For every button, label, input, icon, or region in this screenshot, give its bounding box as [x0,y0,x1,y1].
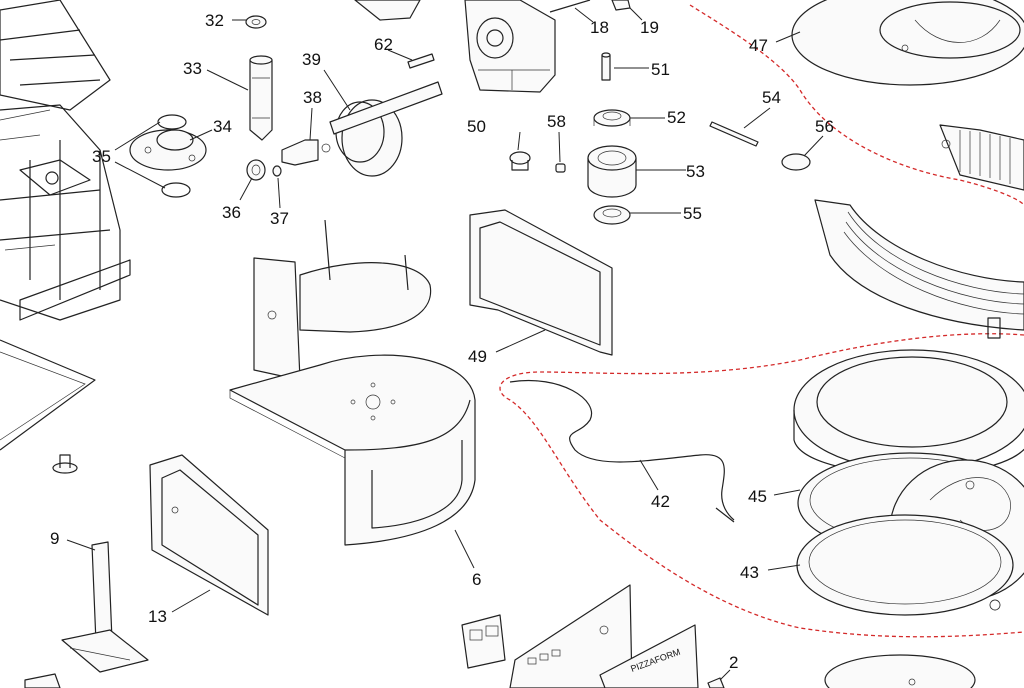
threaded-collar [587,145,637,198]
terminal-block [24,673,61,688]
label-part-51: 51 [651,60,670,79]
main-body-housing [229,219,476,546]
label-part-33: 33 [183,59,202,78]
cable-coil-upper [939,124,1024,191]
label-part-49: 49 [468,347,487,366]
key-pin [407,53,435,69]
label-part-18: 18 [590,18,609,37]
bushing [272,165,282,177]
cable-outline-lower [499,333,1024,638]
cable-outline-upper [689,4,1024,206]
shaft-tube [249,55,273,141]
spindle-rod [709,121,759,147]
label-part-37: 37 [270,209,289,228]
label-part-38: 38 [303,88,322,107]
heating-plate-upper-disc [793,349,1024,476]
label-part-32: 32 [205,11,224,30]
threaded-cap [593,109,631,127]
label-part-39: 39 [302,50,321,69]
base-plate [0,339,96,451]
label-part-50: 50 [467,117,486,136]
machine-frame [0,0,131,321]
label-part-45: 45 [748,487,767,506]
front-panel-frame [149,454,269,616]
label-part-34: 34 [213,117,232,136]
leader-lines [66,7,824,681]
threaded-nut [593,205,631,225]
label-part-42: 42 [651,492,670,511]
label-part-43: 43 [740,563,759,582]
relay-module [461,614,506,669]
label-part-6: 6 [472,570,481,589]
bearing-flange [129,129,207,171]
label-part-47: 47 [749,36,768,55]
disc-washer [781,153,811,171]
shaft-bracket [281,139,331,166]
side-panel-frame [469,209,613,356]
label-part-35: 35 [92,147,111,166]
label-part-52: 52 [667,108,686,127]
pin [601,52,611,81]
label-part-54: 54 [762,88,781,107]
label-part-9: 9 [50,529,59,548]
mounting-bracket [61,541,149,673]
label-part-36: 36 [222,203,241,222]
heating-plate-lower [796,514,1014,616]
label-part-2: 2 [729,653,738,672]
cable-coil-lower [814,199,1024,339]
heating-plate-bottom [824,654,976,688]
coupling [611,0,631,11]
set-screw [555,163,566,173]
motor-shaft [549,0,591,13]
label-part-56: 56 [815,117,834,136]
label-part-53: 53 [686,162,705,181]
connector [707,677,725,688]
hand-wheel-shaft [329,81,443,177]
label-part-55: 55 [683,204,702,223]
seal-ring-bottom [161,182,191,198]
label-part-13: 13 [148,607,167,626]
heating-element-wire [509,380,735,523]
control-panel [509,584,633,688]
label-part-58: 58 [547,112,566,131]
knob-fitting [509,151,531,171]
gear-motor [464,0,556,93]
heating-plate-top [791,0,1024,86]
foot [52,454,78,474]
label-part-19: 19 [640,18,659,37]
bearing [246,159,266,181]
nut [245,15,267,29]
top-bracket [354,0,421,21]
label-part-62: 62 [374,35,393,54]
seal-ring-top [157,114,187,130]
